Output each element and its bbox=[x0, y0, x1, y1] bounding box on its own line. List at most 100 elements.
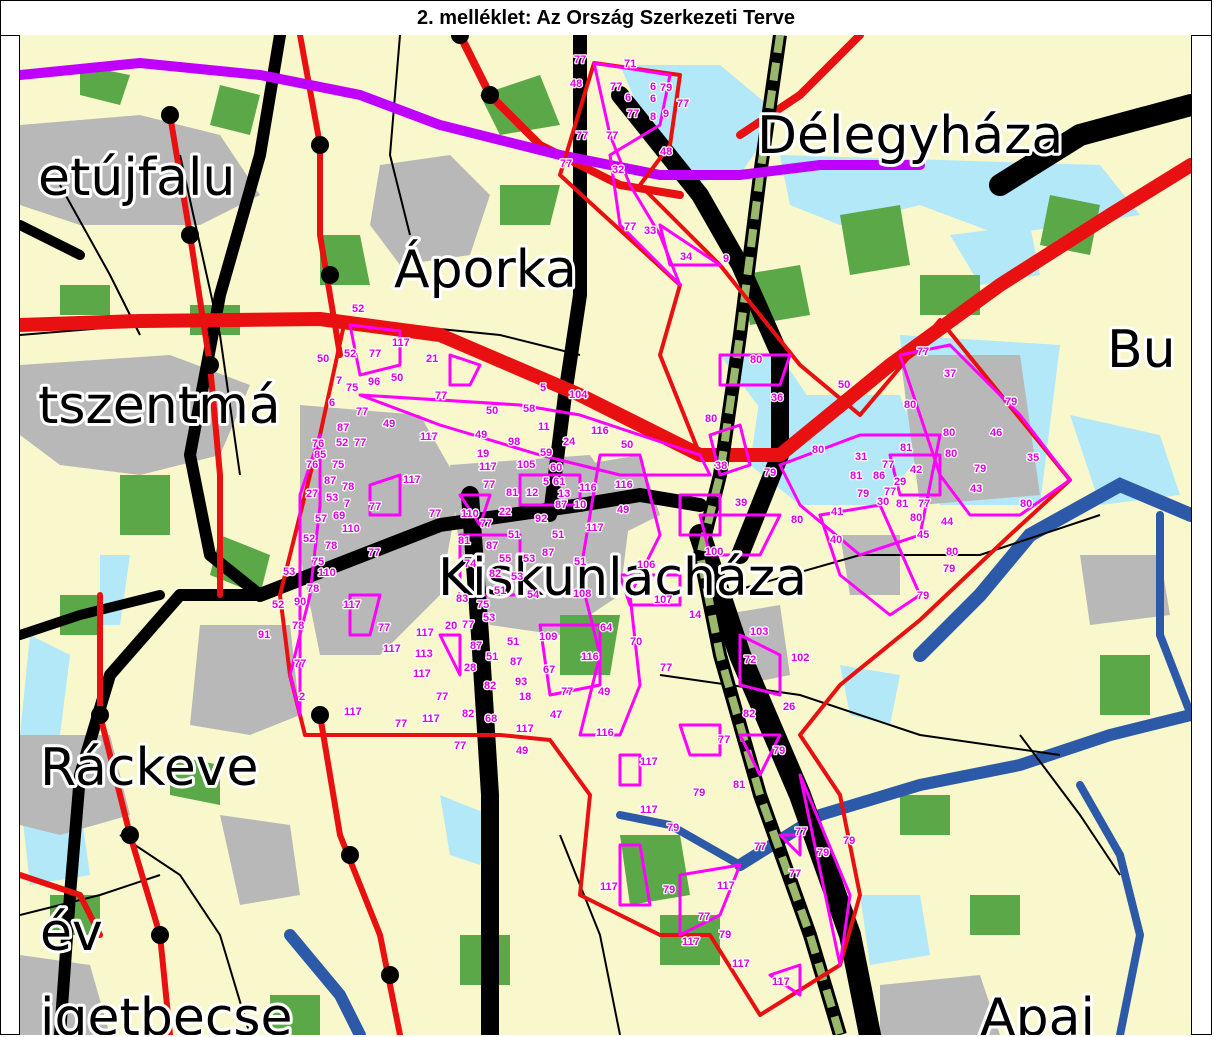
parcel-number: 28 bbox=[464, 662, 476, 674]
parcel-number: 86 bbox=[873, 470, 885, 482]
place-name: Délegyháza bbox=[757, 106, 1063, 166]
structure-plan-map[interactable]: DélegyházaetújfaluÁporkaButszentmáKiskun… bbox=[20, 35, 1191, 1035]
parcel-number: 80 bbox=[945, 448, 957, 460]
railway bbox=[692, 35, 847, 1035]
forest-areas bbox=[50, 65, 1150, 1035]
parcel-number: 107 bbox=[654, 594, 672, 606]
parcel-number: 117 bbox=[422, 713, 440, 725]
parcel-number: 49 bbox=[475, 429, 487, 441]
parcel-number: 117 bbox=[772, 976, 790, 988]
parcel-number: 82 bbox=[743, 708, 755, 720]
parcel-number: 117 bbox=[392, 337, 410, 349]
parcel-number: 91 bbox=[258, 629, 270, 641]
place-name: Apai bbox=[980, 988, 1095, 1035]
parcel-number: 83 bbox=[456, 593, 468, 605]
parcel-number: 54 bbox=[527, 589, 540, 601]
parcel-number: 87 bbox=[510, 656, 522, 668]
parcel-number: 52 bbox=[272, 599, 284, 611]
parcel-number: 81 bbox=[850, 470, 862, 482]
parcel-number: 9 bbox=[723, 253, 729, 265]
parcel-number: 8 bbox=[650, 111, 656, 123]
parcel-number: 22 bbox=[499, 506, 511, 518]
parcel-number: 77 bbox=[436, 691, 448, 703]
parcel-number: 79 bbox=[857, 488, 869, 500]
parcel-number: 79 bbox=[693, 787, 705, 799]
parcel-number: 51 bbox=[508, 529, 520, 541]
parcel-number: 77 bbox=[561, 686, 573, 698]
parcel-number: 80 bbox=[946, 546, 958, 558]
parcel-number: 13 bbox=[558, 488, 570, 500]
parcel-number: 6 bbox=[329, 397, 335, 409]
parcel-number: 51 bbox=[552, 529, 564, 541]
parcel-number: 21 bbox=[426, 353, 438, 365]
parcel-number: 77 bbox=[429, 508, 441, 520]
parcel-number: 52 bbox=[303, 533, 315, 545]
parcel-number: 47 bbox=[550, 709, 562, 721]
parcel-number: 76 bbox=[306, 459, 318, 471]
parcel-number: 82 bbox=[489, 568, 501, 580]
parcel-number: 77 bbox=[354, 437, 366, 449]
parcel-number: 50 bbox=[621, 439, 633, 451]
parcel-number: 51 bbox=[574, 556, 586, 568]
parcel-number: 108 bbox=[573, 588, 591, 600]
parcel-number: 80 bbox=[910, 512, 922, 524]
parcel-number: 98 bbox=[508, 436, 520, 448]
parcel-number: 6 bbox=[625, 92, 631, 104]
parcel-number: 6 bbox=[650, 81, 656, 93]
parcel-number: 77 bbox=[435, 390, 447, 402]
parcel-number: 79 bbox=[917, 590, 929, 602]
parcel-number: 42 bbox=[910, 464, 922, 476]
parcel-number: 14 bbox=[689, 609, 702, 621]
parcel-number: 116 bbox=[591, 425, 609, 437]
parcel-number: 77 bbox=[660, 662, 672, 674]
parcel-number: 77 bbox=[356, 406, 368, 418]
parcel-number: 51 bbox=[494, 585, 506, 597]
parcel-number: 81 bbox=[506, 487, 518, 499]
parcel-number: 51 bbox=[507, 636, 519, 648]
parcel-number: 117 bbox=[732, 958, 750, 970]
parcel-number: 49 bbox=[383, 418, 395, 430]
parcel-number: 72 bbox=[744, 654, 756, 666]
parcel-number: 77 bbox=[462, 619, 474, 631]
parcel-number: 43 bbox=[970, 483, 982, 495]
place-name: Áporka bbox=[394, 239, 577, 300]
parcel-number: 78 bbox=[307, 583, 319, 595]
parcel-number: 7 bbox=[336, 375, 342, 387]
parcel-number: 33 bbox=[644, 225, 656, 237]
parcel-number: 110 bbox=[318, 567, 336, 579]
place-name: igetbecse bbox=[40, 988, 293, 1035]
parcel-number: 80 bbox=[705, 413, 717, 425]
parcel-number: 77 bbox=[369, 501, 381, 513]
parcel-number: 75 bbox=[332, 459, 344, 471]
parcel-number: 109 bbox=[539, 631, 557, 643]
parcel-number: 117 bbox=[682, 936, 700, 948]
parcel-number: 74 bbox=[464, 558, 477, 570]
place-name: Ráckeve bbox=[40, 738, 258, 798]
parcel-number: 79 bbox=[667, 822, 679, 834]
parcel-number: 58 bbox=[523, 403, 535, 415]
parcel-number: 31 bbox=[855, 451, 867, 463]
parcel-number: 87 bbox=[470, 640, 482, 652]
place-names: DélegyházaetújfaluÁporkaButszentmáKiskun… bbox=[35, 103, 1179, 1035]
parcel-number: 117 bbox=[479, 461, 497, 473]
parcel-number: 52 bbox=[336, 437, 348, 449]
parcel-number: 117 bbox=[640, 804, 658, 816]
parcel-number: 80 bbox=[791, 514, 803, 526]
parcel-number: 106 bbox=[637, 559, 655, 571]
parcel-number: 117 bbox=[717, 880, 735, 892]
parcel-number: 34 bbox=[680, 251, 693, 263]
parcel-number: 105 bbox=[517, 459, 535, 471]
parcel-number: 103 bbox=[750, 626, 768, 638]
parcel-number: 53 bbox=[483, 612, 495, 624]
place-name: etújfalu bbox=[38, 148, 235, 208]
parcel-number: 80 bbox=[1020, 498, 1032, 510]
place-name: tszentmá bbox=[38, 376, 281, 436]
parcel-number: 87 bbox=[555, 499, 567, 511]
parcel-number: 117 bbox=[413, 668, 431, 680]
parcel-number: 117 bbox=[586, 522, 604, 534]
parcel-number: 27 bbox=[306, 488, 318, 500]
parcel-number: 80 bbox=[812, 444, 824, 456]
parcel-number: 77 bbox=[574, 54, 586, 66]
